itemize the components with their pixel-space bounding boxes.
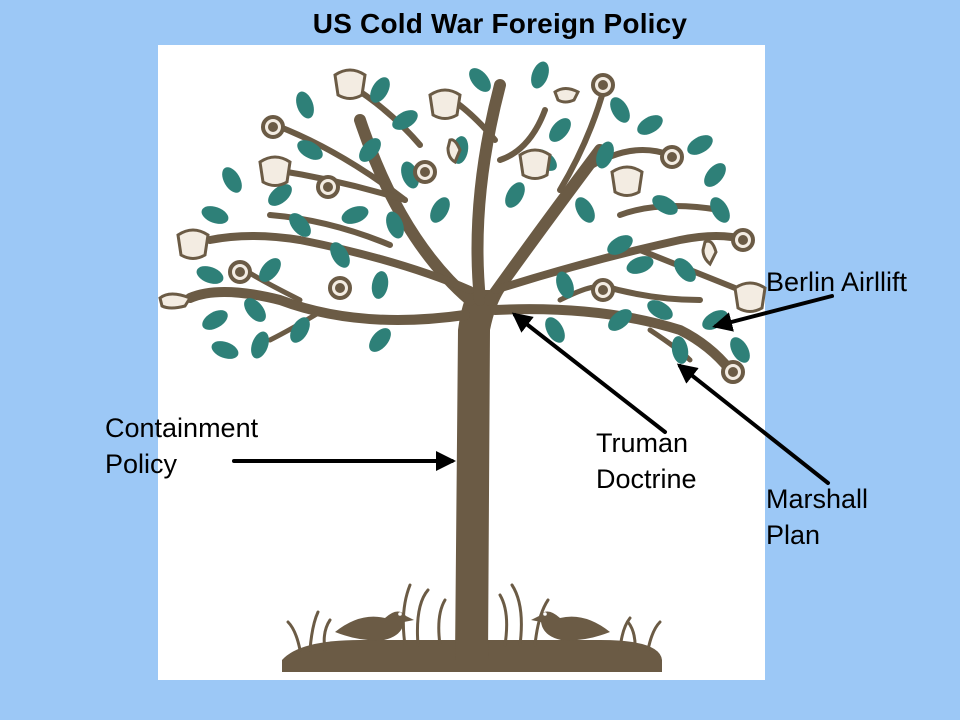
marshall-plan-label: Marshall Plan xyxy=(766,484,869,550)
containment-policy-label: Containment Policy xyxy=(105,413,259,479)
annotation-arrows xyxy=(232,294,834,485)
tree-flowers xyxy=(228,73,755,384)
bird-left xyxy=(335,611,414,650)
bird-right xyxy=(531,611,610,650)
berlin-arrow xyxy=(712,294,834,332)
slide-title: US Cold War Foreign Policy xyxy=(312,8,688,39)
tree-blossoms xyxy=(158,68,767,313)
truman-arrow xyxy=(511,312,667,434)
tree-leaves xyxy=(196,61,750,364)
grass xyxy=(286,583,662,652)
tree-trunk xyxy=(455,290,505,660)
berlin-airlift-label: Berlin Airllift xyxy=(766,267,908,297)
marshall-arrow xyxy=(676,363,830,485)
truman-doctrine-label: Truman Doctrine xyxy=(596,428,697,494)
